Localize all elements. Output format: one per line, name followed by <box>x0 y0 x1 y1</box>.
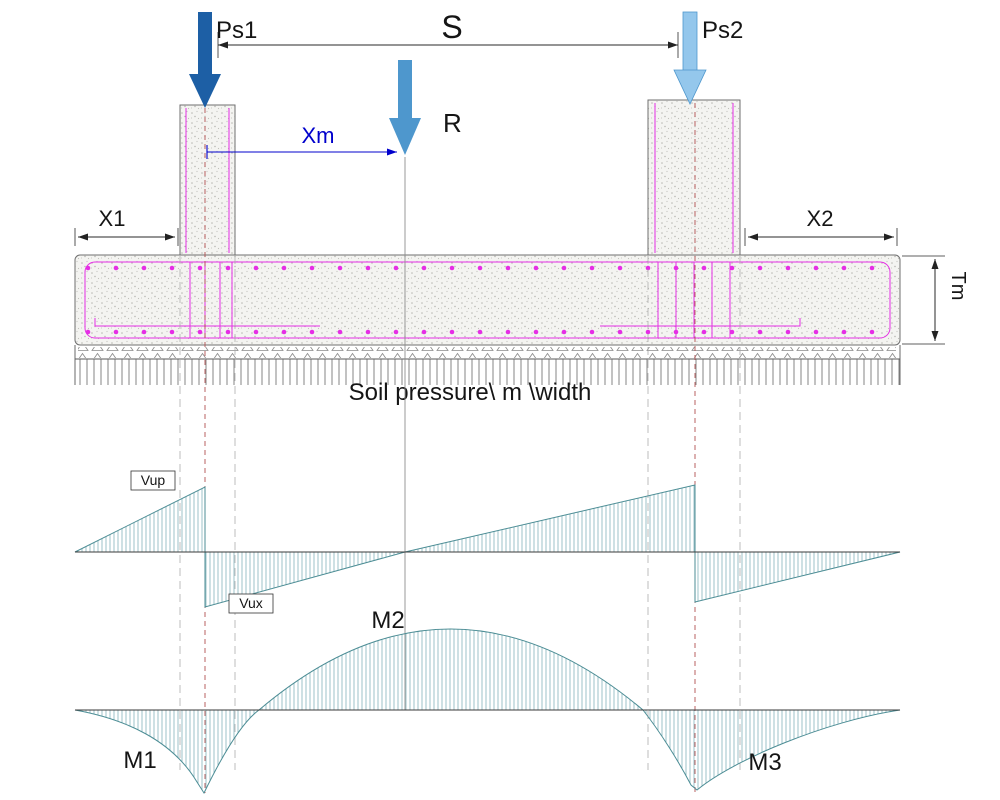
right-column <box>647 99 741 256</box>
soil-comb-hatch <box>75 359 900 385</box>
ps2-load-arrow: Ps2 <box>673 11 743 105</box>
x2-label: X2 <box>807 206 834 231</box>
ps2-arrow-head <box>673 69 707 105</box>
dimension-tm: Tm <box>902 255 969 345</box>
footing-left-hooked-bar <box>94 318 320 327</box>
dimension-x2: X2 <box>744 206 898 246</box>
x1-label: X1 <box>99 206 126 231</box>
resultant-label: R <box>443 108 462 138</box>
footing <box>74 254 901 346</box>
ps1-arrow-shaft <box>198 12 212 75</box>
xm-label: Xm <box>302 123 335 148</box>
moment-m2-region <box>257 628 645 711</box>
ps1-arrow-head <box>189 74 221 108</box>
right-column-body <box>647 99 741 256</box>
resultant-arrow-head <box>389 118 421 155</box>
shear-diagram: Vup Vux <box>74 470 901 614</box>
shear-right-positive <box>404 484 696 553</box>
soil-triangles <box>78 347 896 358</box>
footing-stirrups-right <box>657 262 731 338</box>
m2-label: M2 <box>371 607 404 634</box>
soil-pressure-hatch: Soil pressure\ m \width <box>74 345 901 406</box>
vux-label-box <box>228 593 274 614</box>
ps1-load-arrow: Ps1 <box>189 12 257 108</box>
m1-label: M1 <box>123 747 156 774</box>
left-column-body <box>179 104 236 256</box>
reference-lines <box>179 103 741 793</box>
shear-left-positive <box>74 486 206 553</box>
moment-m1-region <box>74 709 261 795</box>
dimension-x1: X1 <box>74 206 179 246</box>
s-label: S <box>441 9 462 45</box>
footing-top-rebar-dots <box>85 264 890 272</box>
ps2-arrow-shaft <box>682 11 698 72</box>
vux-label: Vux <box>239 595 263 611</box>
vup-label: Vup <box>141 472 166 488</box>
m3-label: M3 <box>748 749 781 776</box>
ps1-label: Ps1 <box>216 17 257 44</box>
soil-pressure-label: Soil pressure\ m \width <box>349 379 592 406</box>
moment-diagram: M2 M1 M3 <box>74 607 901 795</box>
shear-right-negative <box>694 551 901 603</box>
footing-right-hooked-bar <box>600 318 801 327</box>
footing-perimeter-rebar <box>84 261 891 339</box>
tm-label: Tm <box>947 272 969 301</box>
dimension-s: S <box>217 9 679 58</box>
left-column <box>179 104 236 256</box>
moment-m3-region <box>641 709 901 791</box>
dimension-xm: Xm <box>206 123 397 159</box>
ps2-label: Ps2 <box>702 17 743 44</box>
footing-bottom-rebar-dots <box>85 328 890 336</box>
vup-label-box <box>130 470 176 491</box>
resultant-arrow-shaft <box>398 60 412 119</box>
resultant-arrow: R <box>389 60 462 155</box>
